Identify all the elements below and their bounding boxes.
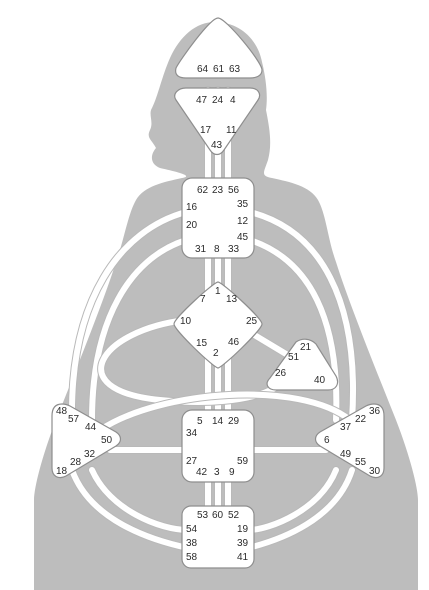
- gate-label: 36: [369, 406, 381, 417]
- gate-label: 54: [186, 524, 198, 535]
- gate-label: 25: [246, 316, 258, 327]
- gate-label: 42: [196, 467, 208, 478]
- gate-label: 34: [186, 428, 198, 439]
- gate-label: 30: [369, 466, 381, 477]
- gate-label: 27: [186, 456, 198, 467]
- gate-label: 33: [228, 244, 240, 255]
- gate-label: 6: [324, 435, 330, 446]
- gate-label: 31: [195, 244, 207, 255]
- gate-label: 41: [237, 552, 249, 563]
- gate-label: 22: [355, 414, 367, 425]
- gate-label: 38: [186, 538, 198, 549]
- gate-label: 50: [101, 435, 113, 446]
- gate-label: 17: [200, 125, 212, 136]
- gate-label: 10: [180, 316, 192, 327]
- gate-label: 46: [228, 337, 240, 348]
- gate-label: 15: [196, 338, 208, 349]
- gate-label: 8: [214, 244, 220, 255]
- gate-label: 11: [226, 125, 237, 136]
- gate-label: 2: [213, 348, 219, 359]
- gate-label: 21: [300, 342, 312, 353]
- gate-label: 9: [229, 467, 235, 478]
- gate-label: 16: [186, 202, 198, 213]
- gate-label: 23: [212, 185, 224, 196]
- gate-label: 43: [211, 140, 223, 151]
- throat-center: 62 23 56 16 35 20 12 45 31 8 33: [182, 178, 254, 258]
- gate-label: 44: [85, 422, 97, 433]
- gate-label: 45: [237, 232, 249, 243]
- gate-label: 61: [213, 64, 225, 75]
- gate-label: 14: [212, 416, 224, 427]
- gate-label: 58: [186, 552, 198, 563]
- gate-label: 37: [340, 422, 352, 433]
- gate-label: 64: [197, 64, 209, 75]
- gate-label: 47: [196, 95, 208, 106]
- gate-label: 32: [84, 449, 96, 460]
- gate-label: 53: [197, 510, 209, 521]
- gate-label: 18: [56, 466, 68, 477]
- gate-label: 24: [212, 95, 224, 106]
- gate-label: 51: [288, 352, 300, 363]
- gate-label: 63: [229, 64, 241, 75]
- gate-label: 19: [237, 524, 249, 535]
- root-center: 53 60 52 54 19 38 39 58 41: [182, 506, 254, 568]
- gate-label: 59: [237, 456, 249, 467]
- gate-label: 49: [340, 449, 352, 460]
- gate-label: 35: [237, 199, 249, 210]
- gate-label: 28: [70, 457, 82, 468]
- gate-label: 60: [212, 510, 224, 521]
- gate-label: 29: [228, 416, 240, 427]
- gate-label: 39: [237, 538, 249, 549]
- gate-label: 26: [275, 368, 287, 379]
- gate-label: 62: [197, 185, 209, 196]
- gate-label: 40: [314, 375, 326, 386]
- gate-label: 13: [226, 294, 238, 305]
- gate-label: 48: [56, 406, 68, 417]
- gate-label: 3: [214, 467, 220, 478]
- gate-label: 1: [215, 286, 221, 297]
- gate-label: 12: [237, 216, 249, 227]
- gate-label: 57: [68, 414, 80, 425]
- gate-label: 7: [200, 294, 206, 305]
- gate-label: 4: [230, 95, 236, 106]
- gate-label: 55: [355, 457, 367, 468]
- gate-label: 56: [228, 185, 240, 196]
- gate-label: 20: [186, 220, 198, 231]
- gate-label: 52: [228, 510, 240, 521]
- gate-label: 5: [197, 416, 203, 427]
- sacral-center: 5 14 29 34 27 59 42 3 9: [182, 410, 254, 482]
